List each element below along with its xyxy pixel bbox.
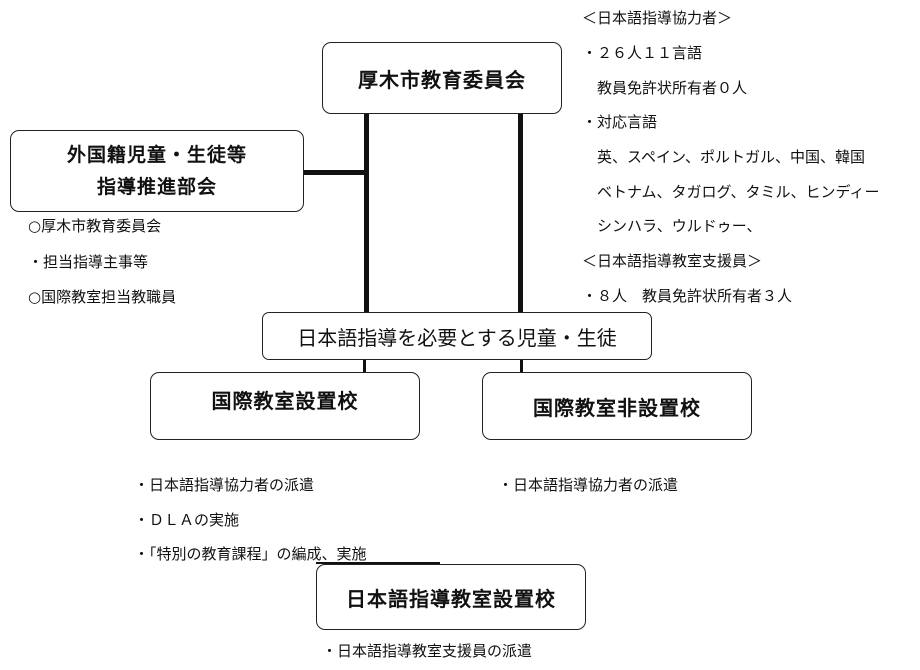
board-of-education-box: 厚木市教育委員会 <box>322 42 562 114</box>
cooperators-item: ベトナム、タガログ、タミル、ヒンディー <box>582 183 880 201</box>
intl-schools-item: ・日本語指導協力者の派遣 <box>134 476 315 494</box>
committee-member: ・担当指導主事等 <box>28 253 149 271</box>
cooperators-item: シンハラ、ウルドゥー、 <box>582 217 762 235</box>
cooperators-item: 教員免許状所有者０人 <box>582 79 748 97</box>
cooperators-item: ・２６人１１言語 <box>582 44 703 62</box>
students-label: 日本語指導を必要とする児童・生徒 <box>297 325 617 350</box>
committee-member: ○厚木市教育委員会 <box>28 217 162 235</box>
jp-classroom-schools-label: 日本語指導教室設置校 <box>346 586 556 611</box>
board-of-education-label: 厚木市教育委員会 <box>358 67 526 92</box>
connector-students-intl <box>363 359 366 376</box>
connector-board-left <box>364 112 369 315</box>
intl-schools-item: ・ＤＬＡの実施 <box>134 511 240 529</box>
promotion-committee-box: 外国籍児童・生徒等 指導推進部会 <box>10 130 304 212</box>
non-intl-schools-box: 国際教室非設置校 <box>482 372 752 440</box>
promotion-committee-line1: 外国籍児童・生徒等 <box>66 144 247 166</box>
cooperators-item: 英、スペイン、ポルトガル、中国、韓国 <box>582 148 866 166</box>
connector-committee <box>302 170 368 175</box>
jp-classroom-schools-item: ・日本語指導教室支援員の派遣 <box>322 642 533 660</box>
jp-classroom-schools-box: 日本語指導教室設置校 <box>316 564 586 630</box>
non-intl-schools-item: ・日本語指導協力者の派遣 <box>498 476 679 494</box>
committee-member: ○国際教室担当教職員 <box>28 288 177 306</box>
supporters-item: ・８人 教員免許状所有者３人 <box>582 287 793 305</box>
intl-schools-label: 国際教室設置校 <box>211 389 359 413</box>
cooperators-heading: ＜日本語指導協力者＞ <box>582 9 733 27</box>
students-box: 日本語指導を必要とする児童・生徒 <box>262 312 652 360</box>
non-intl-schools-label: 国際教室非設置校 <box>533 395 701 420</box>
connector-jpclass <box>316 562 440 564</box>
supporters-heading: ＜日本語指導教室支援員＞ <box>582 252 763 270</box>
intl-schools-box: 国際教室設置校 <box>150 372 420 440</box>
connector-board-right <box>518 112 523 315</box>
promotion-committee-line2: 指導推進部会 <box>96 176 217 198</box>
cooperators-item: ・対応言語 <box>582 113 658 131</box>
connector-students-nonintl <box>520 359 523 376</box>
intl-schools-item: ・「特別の教育課程」の編成、実施 <box>134 545 367 563</box>
